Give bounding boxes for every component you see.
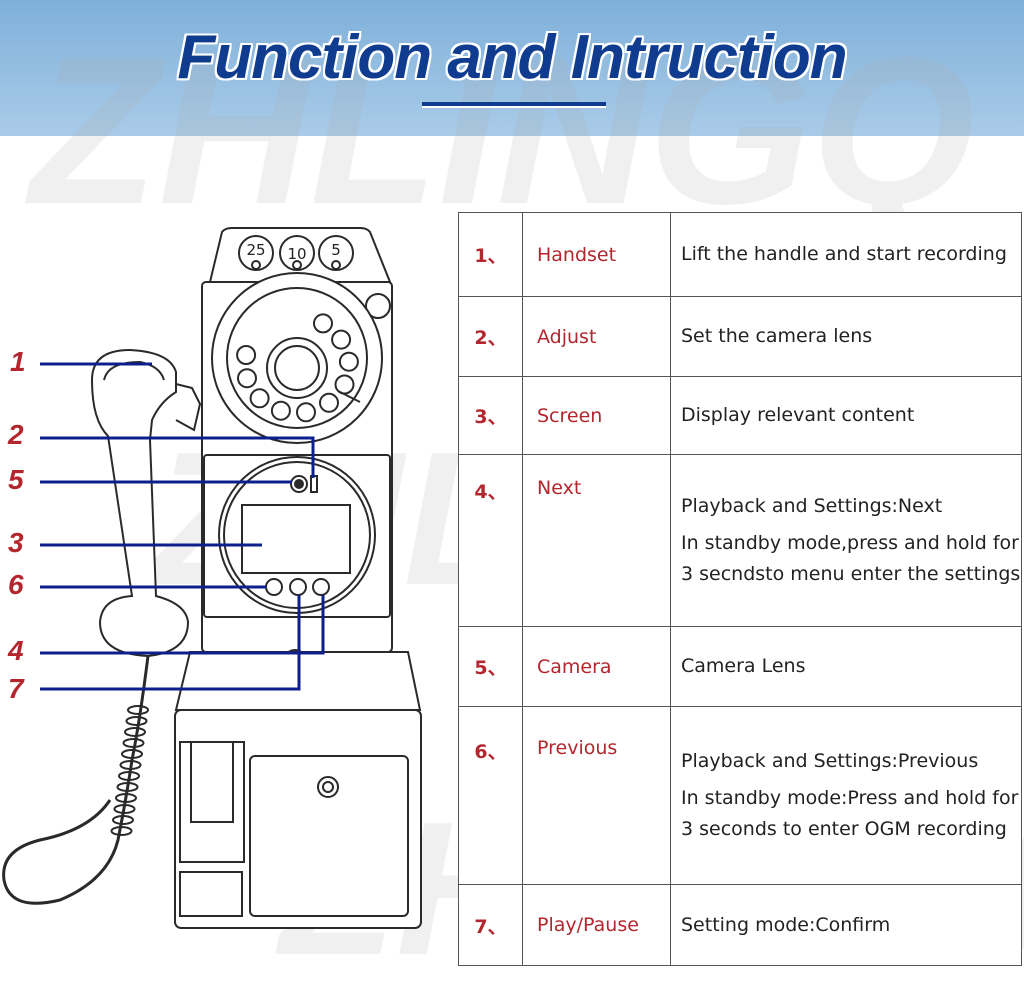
coin-label: 5 (331, 241, 341, 259)
coin-label: 25 (246, 241, 265, 259)
cord-coil (122, 738, 145, 748)
dial-hole-icon (236, 345, 257, 365)
dial-hole-icon (249, 388, 270, 409)
cord-coil (112, 815, 134, 825)
row-desc: Camera Lens (670, 626, 1022, 707)
dial-hole-icon (331, 329, 352, 350)
row-number: 6、 (458, 706, 523, 885)
row-name: Previous (522, 706, 671, 885)
dial-hole-icon (313, 313, 333, 334)
row-desc: Playback and Settings:Next In standby mo… (670, 454, 1022, 627)
callout-number: 7 (8, 673, 24, 704)
row-name: Play/Pause (522, 884, 671, 966)
function-table: 1、 Handset Lift the handle and start rec… (458, 212, 1022, 966)
table-row: 5、 Camera Camera Lens (458, 626, 1022, 707)
dial-hole-icon (296, 402, 316, 423)
screen-icon (241, 504, 351, 574)
table-row: 6、 Previous Playback and Settings:Previo… (458, 706, 1022, 885)
row-number: 1、 (458, 212, 523, 297)
dial-hole-icon (270, 400, 291, 421)
row-desc: Playback and Settings:Previous In standb… (670, 706, 1022, 885)
page-title: Function and Intruction (177, 23, 847, 92)
row-desc: Set the camera lens (670, 296, 1022, 377)
next-button-icon (312, 578, 330, 596)
coin-label: 10 (287, 245, 306, 263)
dial-hole-icon (319, 392, 339, 413)
row-desc-text: Setting mode:Confirm (681, 913, 891, 936)
row-desc-text: Display relevant content (681, 404, 915, 426)
row-name: Handset (522, 212, 671, 297)
dial-hole-icon (338, 351, 359, 372)
header-banner (0, 0, 1024, 136)
cord-coil (124, 727, 146, 737)
dial-hole-icon (237, 368, 257, 389)
callout-number: 3 (8, 527, 24, 558)
row-number: 3、 (458, 376, 523, 455)
row-desc-detail: In standby mode:Press and hold for 3 sec… (681, 787, 1019, 840)
row-desc-text: Camera Lens (681, 655, 806, 677)
cord-coil (110, 826, 133, 836)
row-desc-text: Lift the handle and start recording (681, 243, 1007, 265)
payphone-illustration: 25 10 5 (2, 227, 422, 929)
cord-coil (115, 793, 137, 803)
cord-coil (113, 804, 136, 814)
cord-coil (121, 749, 143, 759)
row-desc-text: Playback and Settings:Previous (681, 750, 979, 772)
row-name: Adjust (522, 296, 671, 377)
table-row: 4、 Next Playback and Settings:Next In st… (458, 454, 1022, 627)
cord-coil (119, 760, 142, 770)
callout-number: 6 (8, 569, 24, 600)
cord-coil (125, 716, 148, 726)
row-desc-detail: In standby mode,press and hold for 3 sec… (681, 532, 1021, 585)
row-desc-text: Playback and Settings:Next (681, 495, 943, 517)
callout-number: 2 (8, 419, 24, 450)
row-number: 5、 (458, 626, 523, 707)
row-name: Next (522, 454, 671, 627)
title-underline (422, 102, 606, 108)
row-name: Screen (522, 376, 671, 455)
table-row: 2、 Adjust Set the camera lens (458, 296, 1022, 377)
cord-coil (116, 782, 139, 792)
callout-number: 1 (10, 346, 26, 377)
row-number: 4、 (458, 454, 523, 627)
row-desc: Display relevant content (670, 376, 1022, 455)
row-desc-text: Set the camera lens (681, 325, 873, 347)
table-row: 7、 Play/Pause Setting mode:Confirm (458, 884, 1022, 966)
callout-number: 4 (8, 635, 24, 666)
row-name: Camera (522, 626, 671, 707)
row-desc: Lift the handle and start recording (670, 212, 1022, 297)
callout-leaders (40, 362, 325, 691)
row-desc: Setting mode:Confirm (670, 884, 1022, 966)
camera-lens-icon (290, 475, 308, 493)
table-row: 3、 Screen Display relevant content (458, 376, 1022, 455)
cord-coil (127, 705, 149, 715)
callout-number: 5 (8, 464, 24, 495)
row-number: 7、 (458, 884, 523, 966)
lock-icon (317, 776, 339, 798)
row-number: 2、 (458, 296, 523, 377)
cord-coil (118, 771, 140, 781)
table-row: 1、 Handset Lift the handle and start rec… (458, 212, 1022, 297)
